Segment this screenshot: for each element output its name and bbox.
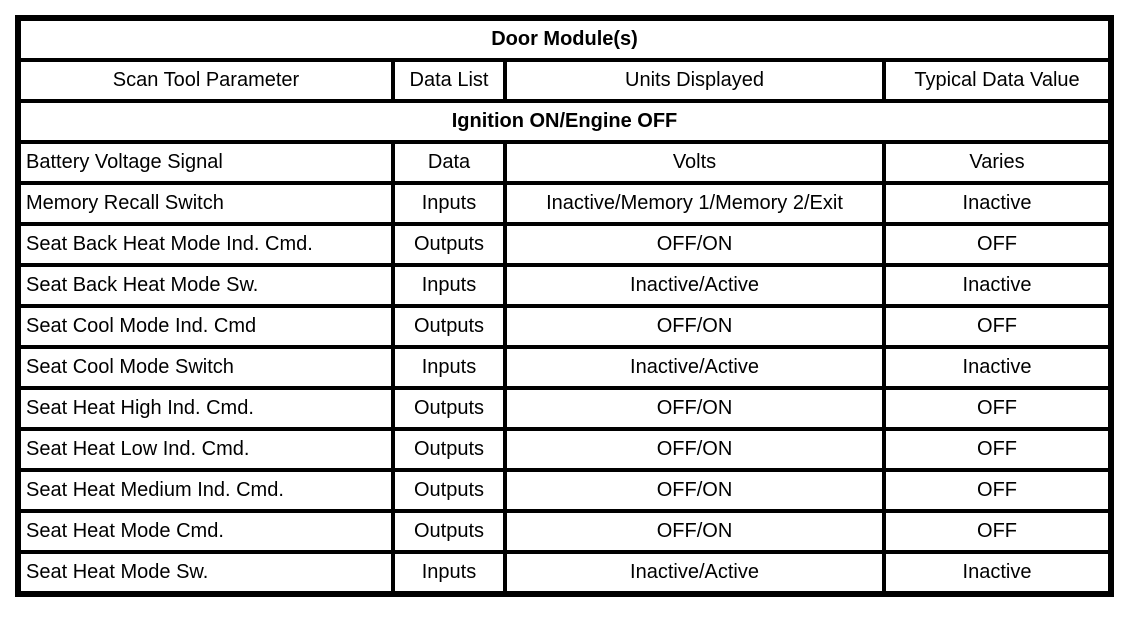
data-list-cell: Outputs bbox=[391, 222, 507, 267]
table-row: Seat Heat Low Ind. Cmd. Outputs OFF/ON O… bbox=[16, 427, 1114, 472]
units-cell: OFF/ON bbox=[503, 304, 886, 349]
typical-cell: Inactive bbox=[881, 263, 1114, 308]
data-list-cell: Outputs bbox=[391, 509, 507, 554]
data-list-cell: Outputs bbox=[391, 468, 507, 513]
table-row: Seat Cool Mode Ind. Cmd Outputs OFF/ON O… bbox=[16, 304, 1114, 349]
param-cell: Seat Heat Mode Sw. bbox=[16, 550, 395, 596]
typical-cell: OFF bbox=[881, 509, 1114, 554]
units-cell: OFF/ON bbox=[503, 468, 886, 513]
typical-cell: Inactive bbox=[881, 550, 1114, 596]
typical-cell: OFF bbox=[881, 222, 1114, 267]
param-cell: Seat Cool Mode Switch bbox=[16, 345, 395, 390]
col-header-units: Units Displayed bbox=[503, 58, 886, 103]
column-header-row: Scan Tool Parameter Data List Units Disp… bbox=[16, 58, 1114, 103]
units-cell: Inactive/Active bbox=[503, 550, 886, 596]
data-list-cell: Inputs bbox=[391, 263, 507, 308]
data-list-cell: Inputs bbox=[391, 181, 507, 226]
table-row: Seat Heat Mode Sw. Inputs Inactive/Activ… bbox=[16, 550, 1114, 596]
table-row: Seat Back Heat Mode Sw. Inputs Inactive/… bbox=[16, 263, 1114, 308]
table-row: Seat Heat High Ind. Cmd. Outputs OFF/ON … bbox=[16, 386, 1114, 431]
typical-cell: Inactive bbox=[881, 181, 1114, 226]
table-row: Memory Recall Switch Inputs Inactive/Mem… bbox=[16, 181, 1114, 226]
data-list-cell: Inputs bbox=[391, 550, 507, 596]
title-row: Door Module(s) bbox=[15, 16, 1114, 62]
units-cell: Inactive/Active bbox=[503, 263, 886, 308]
units-cell: Volts bbox=[503, 140, 886, 185]
table-row: Seat Cool Mode Switch Inputs Inactive/Ac… bbox=[16, 345, 1114, 390]
col-header-typical: Typical Data Value bbox=[881, 58, 1114, 103]
typical-cell: OFF bbox=[881, 468, 1114, 513]
param-cell: Battery Voltage Signal bbox=[16, 140, 395, 185]
param-cell: Seat Back Heat Mode Ind. Cmd. bbox=[16, 222, 395, 267]
data-list-cell: Outputs bbox=[391, 304, 507, 349]
data-list-cell: Outputs bbox=[391, 427, 507, 472]
door-module-table: Door Module(s) Scan Tool Parameter Data … bbox=[15, 15, 1115, 597]
section-header-row: Ignition ON/Engine OFF bbox=[15, 99, 1114, 144]
param-cell: Seat Back Heat Mode Sw. bbox=[16, 263, 395, 308]
table-row: Seat Heat Medium Ind. Cmd. Outputs OFF/O… bbox=[16, 468, 1114, 513]
table-row: Seat Heat Mode Cmd. Outputs OFF/ON OFF bbox=[16, 509, 1114, 554]
param-cell: Seat Heat Medium Ind. Cmd. bbox=[16, 468, 395, 513]
param-cell: Seat Cool Mode Ind. Cmd bbox=[16, 304, 395, 349]
typical-cell: Varies bbox=[881, 140, 1114, 185]
units-cell: OFF/ON bbox=[503, 427, 886, 472]
typical-cell: OFF bbox=[881, 304, 1114, 349]
param-cell: Memory Recall Switch bbox=[16, 181, 395, 226]
units-cell: Inactive/Memory 1/Memory 2/Exit bbox=[503, 181, 886, 226]
table-title: Door Module(s) bbox=[15, 16, 1114, 62]
typical-cell: OFF bbox=[881, 427, 1114, 472]
units-cell: Inactive/Active bbox=[503, 345, 886, 390]
col-header-parameter: Scan Tool Parameter bbox=[16, 58, 395, 103]
param-cell: Seat Heat Mode Cmd. bbox=[16, 509, 395, 554]
door-module-table-container: Door Module(s) Scan Tool Parameter Data … bbox=[15, 15, 1115, 597]
units-cell: OFF/ON bbox=[503, 386, 886, 431]
units-cell: OFF/ON bbox=[503, 509, 886, 554]
col-header-data-list: Data List bbox=[391, 58, 507, 103]
data-list-cell: Outputs bbox=[391, 386, 507, 431]
param-cell: Seat Heat Low Ind. Cmd. bbox=[16, 427, 395, 472]
table-row: Battery Voltage Signal Data Volts Varies bbox=[16, 140, 1114, 185]
section-header: Ignition ON/Engine OFF bbox=[15, 99, 1114, 144]
data-list-cell: Inputs bbox=[391, 345, 507, 390]
units-cell: OFF/ON bbox=[503, 222, 886, 267]
typical-cell: OFF bbox=[881, 386, 1114, 431]
data-list-cell: Data bbox=[391, 140, 507, 185]
table-row: Seat Back Heat Mode Ind. Cmd. Outputs OF… bbox=[16, 222, 1114, 267]
typical-cell: Inactive bbox=[881, 345, 1114, 390]
param-cell: Seat Heat High Ind. Cmd. bbox=[16, 386, 395, 431]
